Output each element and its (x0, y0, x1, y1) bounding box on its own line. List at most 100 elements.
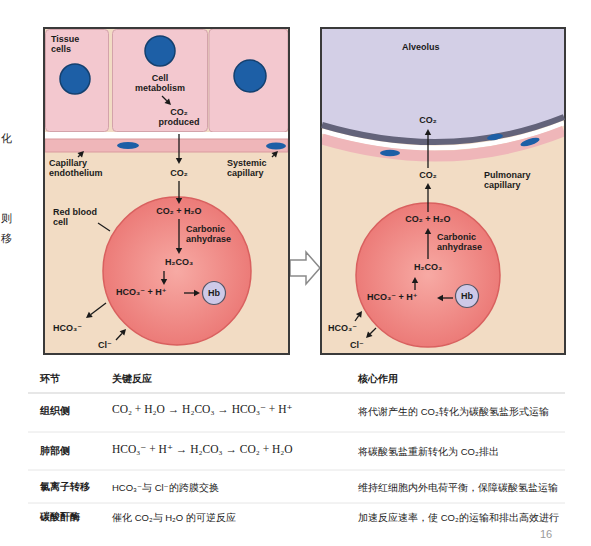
systemic-panel: Capillary endotheliumSystemic capillaryC… (43, 27, 290, 355)
plasma (43, 27, 290, 355)
nucleus (487, 133, 504, 142)
nucleus (234, 60, 266, 92)
tissue-cell: Tissue cells (45, 29, 109, 132)
margin-fragment: 移 (1, 232, 12, 245)
table-cell: CO₂ + H₂O → H₂CO₃ → HCO₃⁻ + H⁺ (112, 403, 293, 417)
table-cell: 肺部侧 (40, 445, 70, 457)
arrow-line (178, 181, 179, 198)
arrow-head (176, 198, 182, 204)
table-cell: HCO₃⁻与 Cl⁻的跨膜交换 (112, 482, 219, 493)
pulmonary-panel: Pulmonary capillary CO₂ HCO₃⁻ Cl⁻ AlveolusCO… (320, 27, 566, 355)
arrow-head (164, 98, 171, 105)
table-cell: 将碳酸氢盐重新转化为 CO₂排出 (358, 446, 499, 457)
metabolizing-cell: Cell metabolismCO₂ produced (112, 29, 208, 132)
arrow-line (272, 155, 274, 157)
arrow-head (437, 295, 443, 301)
arrow-line (370, 328, 376, 334)
flow-arrow (290, 252, 320, 284)
arrow-head (161, 279, 167, 285)
node-label: Cl⁻ (350, 340, 366, 350)
node-label: Carbonic anhydrase (437, 232, 487, 253)
table-header: 环节 (40, 373, 60, 385)
node-label: H₂CO₃ (408, 262, 448, 272)
table-cell: 维持红细胞内外电荷平衡，保障碳酸氢盐运输 (358, 482, 558, 493)
arrow-head (176, 158, 182, 164)
node-label: Hb (455, 284, 479, 308)
arrow-line (91, 303, 106, 314)
shape-outline (322, 29, 564, 147)
alveolar-wall (322, 117, 564, 142)
nucleus (380, 150, 400, 156)
node-label: CO₂ produced (158, 107, 200, 128)
arrow-head (366, 331, 373, 338)
node-label: H₂CO₃ (159, 257, 199, 267)
node-label: CO₂ (169, 168, 189, 178)
arrow-line (78, 155, 80, 157)
hemoglobin-circle: Hb (202, 281, 226, 305)
node-label: CO₂ (418, 115, 438, 125)
hemoglobin-circle: Hb (455, 284, 479, 308)
arrow-head (425, 129, 431, 135)
node-label: HCO₃⁻ (328, 323, 358, 333)
leader-line (98, 223, 110, 231)
node-label: Cl⁻ (98, 340, 114, 350)
node-label: Alveolus (402, 42, 462, 52)
arrow-line (427, 189, 428, 212)
arrow-line (178, 219, 179, 248)
table-cell: 将代谢产生的 CO₂转化为碳酸氢盐形式运输 (358, 406, 549, 417)
arrow-head (176, 248, 182, 254)
table-rule (28, 470, 565, 471)
node-label: Pulmonary capillary (484, 170, 542, 191)
alveolus: AlveolusCO₂ (322, 29, 564, 147)
margin-fragment: 化 (1, 132, 12, 145)
arrow-line (162, 96, 167, 101)
arrow-head (425, 228, 431, 234)
node-label: CO₂ (418, 170, 438, 180)
cell-membrane (103, 197, 251, 345)
nucleus (266, 143, 286, 150)
nucleus (117, 142, 139, 149)
arrow-line (184, 292, 194, 293)
node-label: Cell metabolism (130, 73, 190, 94)
node-label: HCO₃⁻ + H⁺ (116, 287, 182, 297)
nucleus (60, 64, 90, 94)
arrow-head (271, 151, 278, 158)
margin-fragment: 则 (1, 212, 12, 225)
node-label: Red blood cell (53, 207, 103, 228)
table-cell: 催化 CO₂与 H₂O 的可逆反应 (112, 512, 236, 523)
table-cell: 氯离子转移 (40, 481, 90, 493)
arrow-line (443, 297, 453, 298)
arrow-head (412, 277, 418, 283)
node-label: Capillary endothelium (49, 158, 111, 179)
arrow-line (116, 333, 122, 340)
arrow-head (86, 312, 93, 318)
arrow-line (414, 283, 415, 290)
red-blood-cell: CO₂ + H₂OCarbonic anhydraseH₂CO₃HCO₃⁻ + … (355, 202, 501, 348)
node-label: HCO₃⁻ (53, 323, 83, 333)
table-cell: 碳酸酐酶 (40, 511, 80, 523)
arrow-line (427, 135, 428, 168)
table-rule (28, 503, 565, 504)
cell-membrane (356, 203, 500, 347)
shape-outline (102, 196, 252, 346)
node-label: Tissue cells (51, 34, 95, 55)
node-label: CO₂ + H₂O (142, 206, 216, 216)
gap (45, 132, 288, 139)
node-label: Carbonic anhydrase (186, 224, 236, 245)
arrow-line (163, 271, 164, 279)
arrow-head (120, 329, 126, 336)
red-blood-cell: CO₂ + H₂O Carbonic anhydraseH₂CO₃ HCO₃⁻ + … (102, 196, 252, 346)
table-header: 关键反应 (112, 373, 152, 385)
tissue-cell (209, 29, 288, 132)
nucleus (520, 136, 541, 148)
table-cell: 加速反应速率，使 CO₂的运输和排出高效进行 (358, 512, 559, 523)
cell-membrane (46, 30, 109, 132)
arrow-head (425, 183, 431, 189)
endothelium (45, 139, 288, 152)
node-label: HCO₃⁻ + H⁺ (367, 292, 433, 302)
node-label: Hb (202, 281, 226, 305)
plasma (320, 27, 566, 355)
hemoglobin-outline (203, 282, 226, 305)
table-rule (28, 432, 565, 433)
